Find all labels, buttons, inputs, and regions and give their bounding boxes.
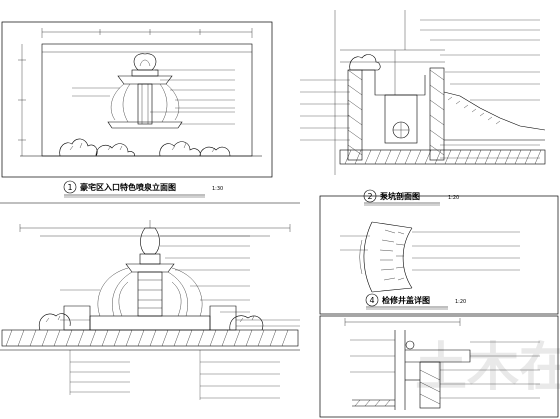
cover-section-detail-drawing (319, 315, 559, 418)
drawing-frame (1, 21, 273, 178)
drawing-title: 豪宅区入口特色喷泉立面图 (80, 182, 176, 192)
drawing-number: 4 (369, 296, 374, 305)
drawing-number-circle (63, 180, 77, 194)
drawing-frame (319, 195, 559, 315)
watermark: 土木在线 (415, 338, 560, 398)
manhole-cover-detail-drawing: 4 检修井盖详图 1:20 (319, 195, 559, 315)
drawing-scale: 1:30 (212, 186, 223, 192)
drawing-number-circle (365, 293, 379, 307)
fountain-elevation-drawing: 1 豪宅区入口特色喷泉立面图 1:30 (1, 21, 273, 198)
svg-text:土木在线: 土木在线 (415, 338, 560, 398)
drawing-number: 1 (67, 183, 72, 192)
drawing-number: 2 (367, 192, 372, 201)
fountain-section-drawing (0, 202, 300, 400)
drawing-title: 检修井盖详图 (382, 295, 430, 305)
drawing-frame (319, 315, 559, 418)
drawing-scale: 1:20 (448, 195, 459, 201)
drawing-scale: 1:20 (455, 299, 466, 305)
